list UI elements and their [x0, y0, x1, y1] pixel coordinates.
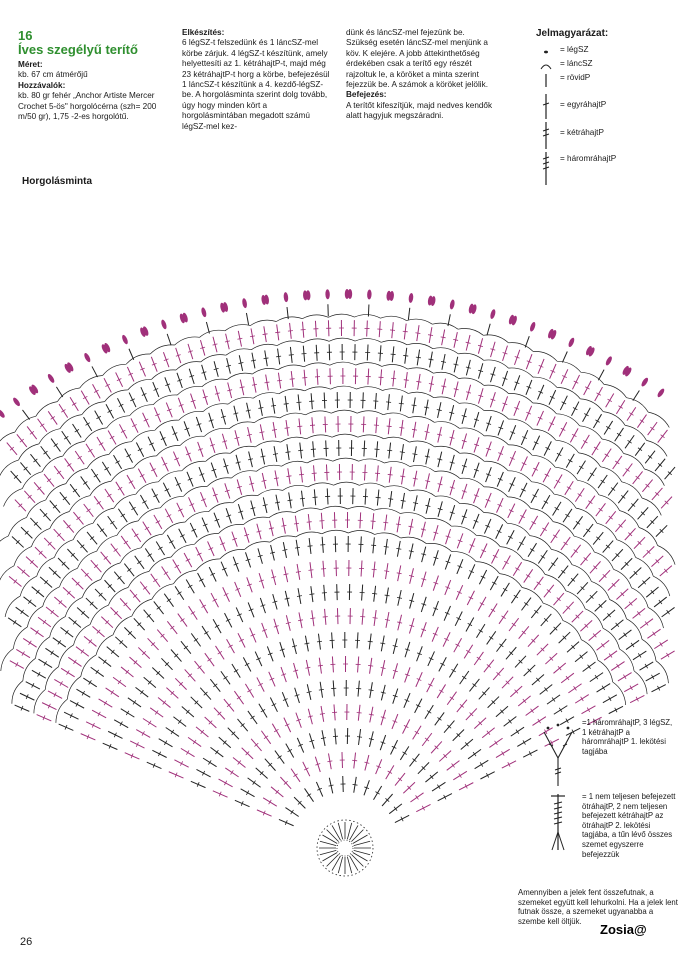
leaf-stitch-mark: [367, 289, 372, 300]
leaf-stitch-mark: [548, 328, 554, 339]
finish-text: A terítőt kifeszítjük, majd nedves kendő…: [346, 100, 493, 121]
leaf-stitch-mark: [64, 363, 71, 373]
leaf-stitch-mark: [625, 367, 632, 377]
legend-item: = rövidP: [536, 70, 676, 90]
leaf-stitch-mark: [622, 365, 629, 375]
leaf-stitch-mark: [585, 346, 592, 356]
leaf-stitch-mark: [31, 384, 39, 394]
leaf-stitch-mark: [605, 356, 612, 366]
leaf-stitch-mark: [182, 312, 188, 323]
dot-icon: [544, 50, 548, 54]
legend-label: = rövidP: [560, 73, 591, 82]
leaf-stitch-mark: [490, 309, 496, 319]
leaf-stitch-mark: [242, 298, 247, 309]
leaf-stitch-mark: [104, 342, 111, 353]
legend-item: = láncSZ: [536, 56, 676, 76]
leaf-stitch-mark: [389, 290, 394, 301]
instructions-continued-column: dünk és láncSZ-mel fejezünk be. Szükség …: [346, 28, 496, 122]
two-cross-bar-icon: [542, 122, 550, 149]
short-bar-icon: [545, 74, 547, 87]
leaf-stitch-mark: [47, 373, 55, 383]
arc-icon: [540, 64, 552, 70]
leaf-stitch-mark: [588, 347, 595, 357]
materials-text: kb. 80 gr fehér „Anchor Artiste Mercer C…: [18, 91, 157, 122]
materials-heading: Hozzávalók:: [18, 80, 66, 90]
pattern-title: Íves szegélyű terítő: [18, 42, 138, 57]
leaf-stitch-mark: [140, 327, 146, 337]
leaf-stitch-mark: [430, 296, 436, 307]
size-text: kb. 67 cm átmérőjű: [18, 70, 88, 80]
chart-center-ring: [316, 819, 374, 877]
leaf-stitch-mark: [347, 289, 353, 300]
leaf-stitch-mark: [201, 307, 207, 318]
leaf-stitch-mark: [306, 290, 311, 301]
leaf-stitch-mark: [29, 386, 36, 395]
watermark: Zosia@: [600, 922, 647, 937]
instructions-continued-text: dünk és láncSZ-mel fejezünk be. Szükség …: [346, 28, 488, 90]
crochet-chart: [0, 289, 676, 877]
leaf-stitch-mark: [657, 388, 665, 398]
legend-item: = háromráhajtP: [536, 150, 676, 186]
one-cross-bar-icon: [542, 94, 550, 119]
legend-label: = láncSZ: [560, 59, 593, 68]
leaf-stitch-mark: [408, 292, 414, 303]
leaf-stitch-mark: [84, 353, 91, 363]
finish-heading: Befejezés:: [346, 90, 387, 100]
leaf-stitch-mark: [223, 302, 229, 312]
bottom-note: Amennyiben a jelek fent összefutnak, a s…: [518, 888, 678, 926]
page-number: 26: [20, 936, 33, 948]
leaf-stitch-mark: [13, 397, 20, 407]
leaf-stitch-mark: [568, 337, 575, 348]
legend-label: = légSZ: [560, 45, 589, 54]
legend-label: = háromráhajtP: [560, 154, 617, 163]
pattern-number: 16: [18, 28, 33, 43]
legend-title: Jelmagyarázat:: [536, 28, 609, 39]
bundle-symbol-icon: [551, 794, 565, 851]
instructions-heading: Elkészítés:: [182, 28, 225, 37]
leaf-stitch-mark: [161, 319, 167, 330]
leaf-stitch-mark: [0, 409, 5, 418]
legend-item: = légSZ: [536, 42, 676, 62]
size-heading: Méret:: [18, 60, 43, 69]
leaf-stitch-mark: [641, 377, 649, 387]
bundle-note: = 1 nem teljesen befejezett ötráhajtP, 2…: [582, 792, 676, 859]
leaf-stitch-mark: [471, 304, 477, 315]
leaf-stitch-mark: [325, 289, 330, 300]
leaf-stitch-mark: [122, 334, 128, 345]
chart-rings: [0, 289, 676, 827]
cluster-note: =1 háromráhajtP, 3 légSZ, 1 kétráhajtP a…: [582, 718, 673, 756]
legend-item: = egyráhajtP: [536, 92, 676, 120]
leaf-stitch-mark: [449, 299, 455, 310]
instructions-text: 6 légSZ-t felszedünk és 1 láncSZ-mel kör…: [182, 38, 330, 131]
cluster-symbol-icon: [543, 723, 573, 786]
chart-heading: Horgolásminta: [22, 176, 93, 187]
legend: Jelmagyarázat: = légSZ = láncSZ = rövidP…: [536, 28, 676, 185]
leaf-stitch-mark: [142, 326, 149, 336]
leaf-stitch-mark: [264, 294, 269, 305]
three-cross-bar-icon: [542, 152, 550, 185]
legend-item: = kétráhajtP: [536, 120, 676, 150]
leaf-stitch-mark: [550, 330, 557, 340]
size-materials-column: Méret: kb. 67 cm átmérőjű Hozzávalók: kb…: [18, 60, 168, 122]
leaf-stitch-mark: [530, 321, 536, 332]
instructions-column: Elkészítés: 6 légSZ-t felszedünk és 1 lá…: [182, 28, 332, 132]
leaf-stitch-mark: [101, 344, 108, 354]
leaf-stitch-mark: [67, 362, 74, 372]
leaf-stitch-mark: [511, 315, 517, 326]
legend-label: = egyráhajtP: [560, 100, 607, 109]
leaf-stitch-mark: [283, 292, 289, 303]
legend-label: = kétráhajtP: [560, 128, 604, 137]
